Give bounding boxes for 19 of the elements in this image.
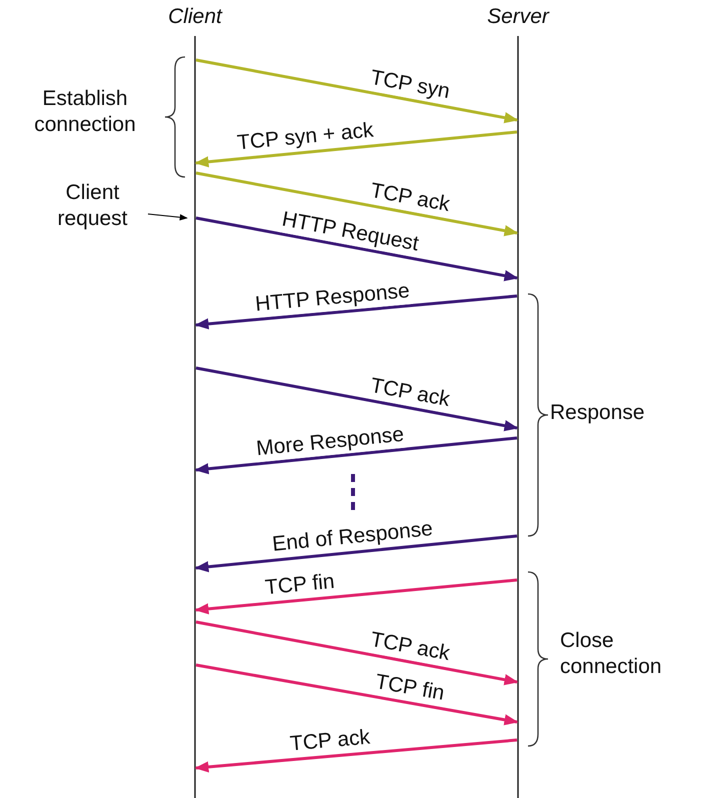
- annotation-text: Client request: [40, 180, 145, 232]
- arrow: [194, 578, 518, 614]
- arrow: [148, 214, 188, 220]
- participant-name: Client: [168, 4, 222, 30]
- arrow: [194, 738, 518, 772]
- arrow: [194, 130, 518, 168]
- arrow: [194, 436, 518, 474]
- arrow: [196, 664, 518, 726]
- arrow: [196, 620, 518, 686]
- arrow: [196, 216, 518, 282]
- arrow: [196, 58, 518, 124]
- arrow: [194, 534, 518, 572]
- bracket-label: Response: [550, 400, 646, 426]
- arrow: [196, 366, 518, 432]
- bracket-label: Establish connection: [33, 86, 137, 138]
- arrow: [194, 294, 518, 330]
- bracket-label: Close connection: [560, 628, 663, 680]
- arrow: [196, 172, 518, 236]
- participant-name: Server: [487, 4, 549, 30]
